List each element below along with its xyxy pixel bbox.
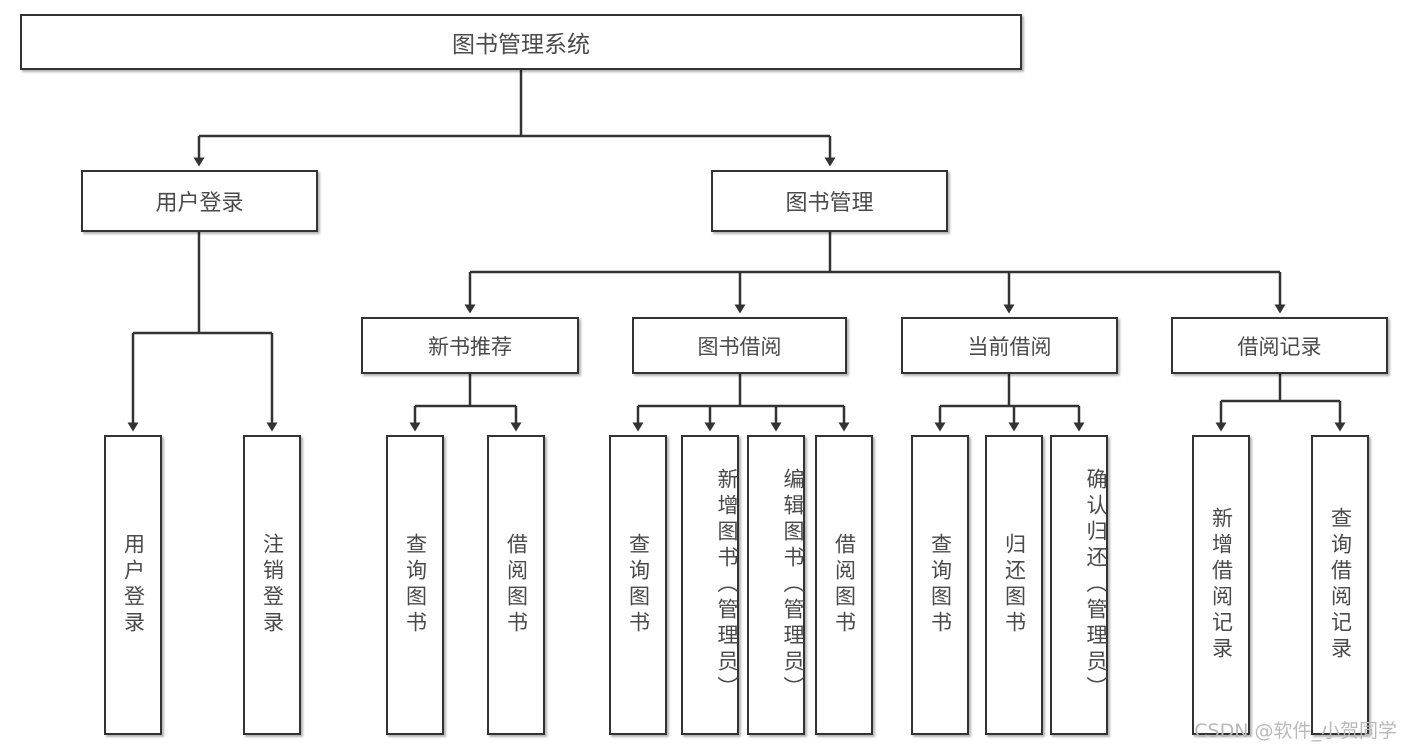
node-user-login[interactable]: 用户登录 — [81, 170, 318, 232]
node-leaf-add-book-label: 新增图书（管理员） — [715, 468, 739, 702]
node-new-book-rec[interactable]: 新书推荐 — [361, 317, 579, 374]
node-leaf-user-login-label: 用户登录 — [121, 533, 146, 637]
node-leaf-query-record-label: 查询借阅记录 — [1328, 507, 1353, 663]
node-current-borrow-label: 当前借阅 — [967, 334, 1052, 359]
node-user-login-label: 用户登录 — [155, 191, 244, 216]
node-leaf-add-record[interactable]: 新增借阅记录 — [1192, 435, 1250, 735]
node-book-borrow-label: 图书借阅 — [697, 334, 782, 359]
node-root-label: 图书管理系统 — [452, 32, 590, 58]
node-leaf-return-book-label: 归还图书 — [1002, 533, 1027, 637]
node-book-manage-label: 图书管理 — [785, 191, 874, 216]
csdn-watermark: CSDN @软件_小贺同学 — [1194, 720, 1397, 742]
node-leaf-borrow-book-2-label: 借阅图书 — [832, 533, 857, 637]
node-new-book-rec-label: 新书推荐 — [428, 334, 512, 359]
node-leaf-borrow-book-1[interactable]: 借阅图书 — [487, 435, 545, 735]
node-borrow-record-label: 借阅记录 — [1237, 334, 1322, 359]
node-leaf-confirm-return-label: 确认归还（管理员） — [1084, 468, 1108, 702]
node-current-borrow[interactable]: 当前借阅 — [901, 317, 1118, 374]
node-leaf-return-book[interactable]: 归还图书 — [985, 435, 1043, 735]
node-borrow-record[interactable]: 借阅记录 — [1171, 317, 1388, 374]
node-leaf-query-book-1[interactable]: 查询图书 — [386, 435, 444, 735]
node-leaf-logout[interactable]: 注销登录 — [243, 435, 301, 735]
node-leaf-logout-label: 注销登录 — [260, 533, 285, 637]
node-leaf-borrow-book-1-label: 借阅图书 — [504, 533, 529, 637]
node-leaf-borrow-book-2[interactable]: 借阅图书 — [815, 435, 873, 735]
node-leaf-query-book-3[interactable]: 查询图书 — [911, 435, 969, 735]
node-leaf-user-login[interactable]: 用户登录 — [104, 435, 162, 735]
node-book-manage[interactable]: 图书管理 — [711, 170, 948, 232]
node-leaf-confirm-return[interactable]: 确认归还（管理员） — [1050, 435, 1108, 735]
node-leaf-query-book-2-label: 查询图书 — [626, 533, 651, 637]
node-leaf-query-book-3-label: 查询图书 — [928, 533, 953, 637]
node-leaf-query-book-2[interactable]: 查询图书 — [609, 435, 667, 735]
node-leaf-query-book-1-label: 查询图书 — [403, 533, 428, 637]
node-book-borrow[interactable]: 图书借阅 — [632, 317, 847, 374]
node-leaf-query-record[interactable]: 查询借阅记录 — [1311, 435, 1369, 735]
node-leaf-add-book[interactable]: 新增图书（管理员） — [681, 435, 739, 735]
node-leaf-edit-book-label: 编辑图书（管理员） — [781, 468, 805, 702]
node-leaf-add-record-label: 新增借阅记录 — [1209, 507, 1234, 663]
node-root[interactable]: 图书管理系统 — [20, 14, 1022, 70]
node-leaf-edit-book[interactable]: 编辑图书（管理员） — [747, 435, 805, 735]
